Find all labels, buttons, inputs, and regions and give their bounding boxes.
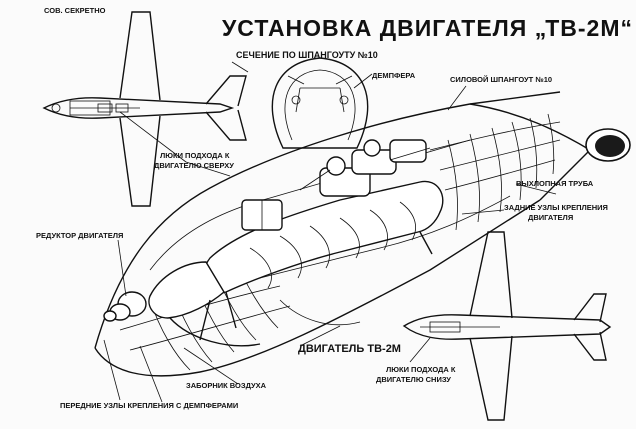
- top-view-aircraft: [42, 11, 247, 207]
- exhaust-pipe-label: ВЫХЛОПНАЯ ТРУБА: [516, 179, 594, 188]
- frame-section-view: [271, 57, 369, 149]
- air-intake-label: ЗАБОРНИК ВОЗДУХА: [186, 381, 267, 390]
- section-label: СЕЧЕНИЕ ПО ШПАНГОУТУ №10: [236, 50, 378, 60]
- bottom-hatches-label-line2: ДВИГАТЕЛЮ СНИЗУ: [376, 375, 451, 384]
- top-hatches-label-line2: ДВИГАТЕЛЮ СВЕРХУ: [154, 161, 234, 170]
- front-mounts-label: ПЕРЕДНИЕ УЗЛЫ КРЕПЛЕНИЯ С ДЕМПФЕРАМИ: [60, 401, 238, 410]
- rear-mounts-label-line1: ЗАДНИЕ УЗЛЫ КРЕПЛЕНИЯ: [504, 203, 608, 212]
- damper-label: ДЕМПФЕРА: [372, 71, 416, 80]
- fuselage-cutaway: [94, 91, 631, 377]
- gearbox-label: РЕДУКТОР ДВИГАТЕЛЯ: [36, 231, 123, 240]
- top-hatches-label-line1: ЛЮКИ ПОДХОДА К: [160, 151, 230, 160]
- bottom-view-aircraft: [402, 231, 612, 421]
- frame-10-label: СИЛОВОЙ ШПАНГОУТ №10: [450, 75, 552, 84]
- engine-label: ДВИГАТЕЛЬ ТВ-2М: [298, 343, 401, 355]
- bottom-hatches-label-line1: ЛЮКИ ПОДХОДА К: [386, 365, 456, 374]
- secrecy-stamp: СОВ. СЕКРЕТНО: [44, 6, 106, 15]
- leader-lines: [103, 61, 557, 403]
- engine-tv2m: [103, 139, 444, 347]
- rear-mounts-label-line2: ДВИГАТЕЛЯ: [528, 213, 573, 222]
- page-title: УСТАНОВКА ДВИГАТЕЛЯ „ТВ-2М“: [222, 15, 633, 41]
